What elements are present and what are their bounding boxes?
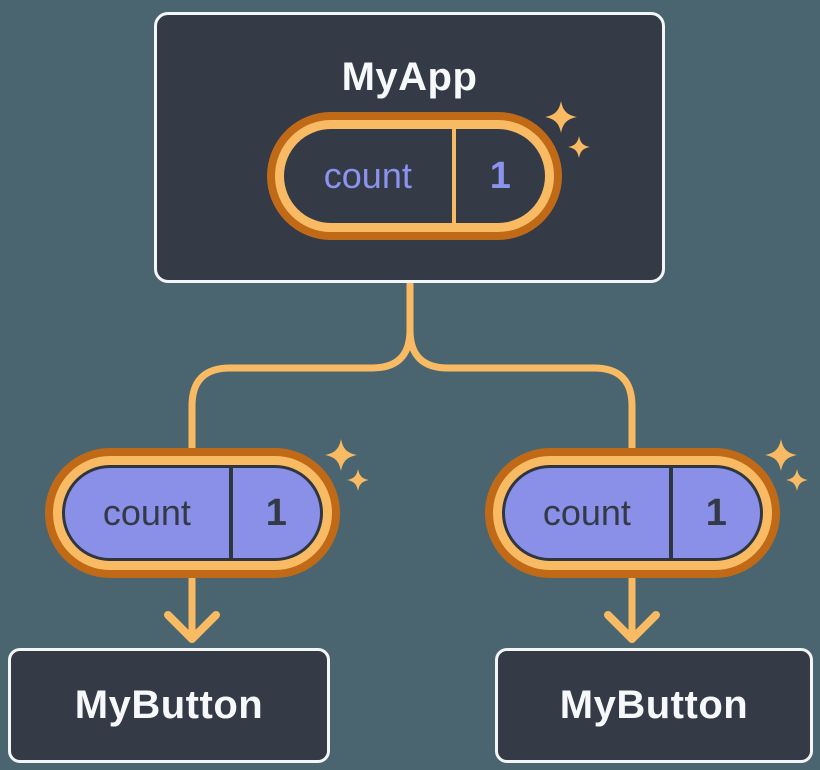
props-pill-mybutton-left: count 1 xyxy=(45,448,340,578)
props-pill-body: count 1 xyxy=(62,465,323,561)
state-pill-divider xyxy=(451,129,456,223)
props-pill-value: 1 xyxy=(265,491,287,534)
state-pill-label: count xyxy=(323,155,412,196)
arrowhead-left-icon xyxy=(164,611,220,643)
state-pill-myapp: count 1 xyxy=(267,112,562,240)
child-node-mybutton-left: MyButton xyxy=(8,648,330,763)
root-node-title: MyApp xyxy=(341,55,478,99)
child-node-title: MyButton xyxy=(559,683,749,727)
props-pill-body: count 1 xyxy=(502,465,763,561)
child-node-mybutton-right: MyButton xyxy=(495,648,813,763)
props-pill-label: count xyxy=(102,492,191,533)
props-pill-value: 1 xyxy=(705,491,727,534)
props-pill-divider xyxy=(668,468,673,558)
state-pill-value: 1 xyxy=(489,154,511,197)
state-pill-body: count 1 xyxy=(284,129,545,223)
props-pill-label: count xyxy=(542,492,631,533)
child-node-title: MyButton xyxy=(74,683,264,727)
props-pill-mybutton-right: count 1 xyxy=(485,448,780,578)
arrowhead-right-icon xyxy=(604,611,660,643)
